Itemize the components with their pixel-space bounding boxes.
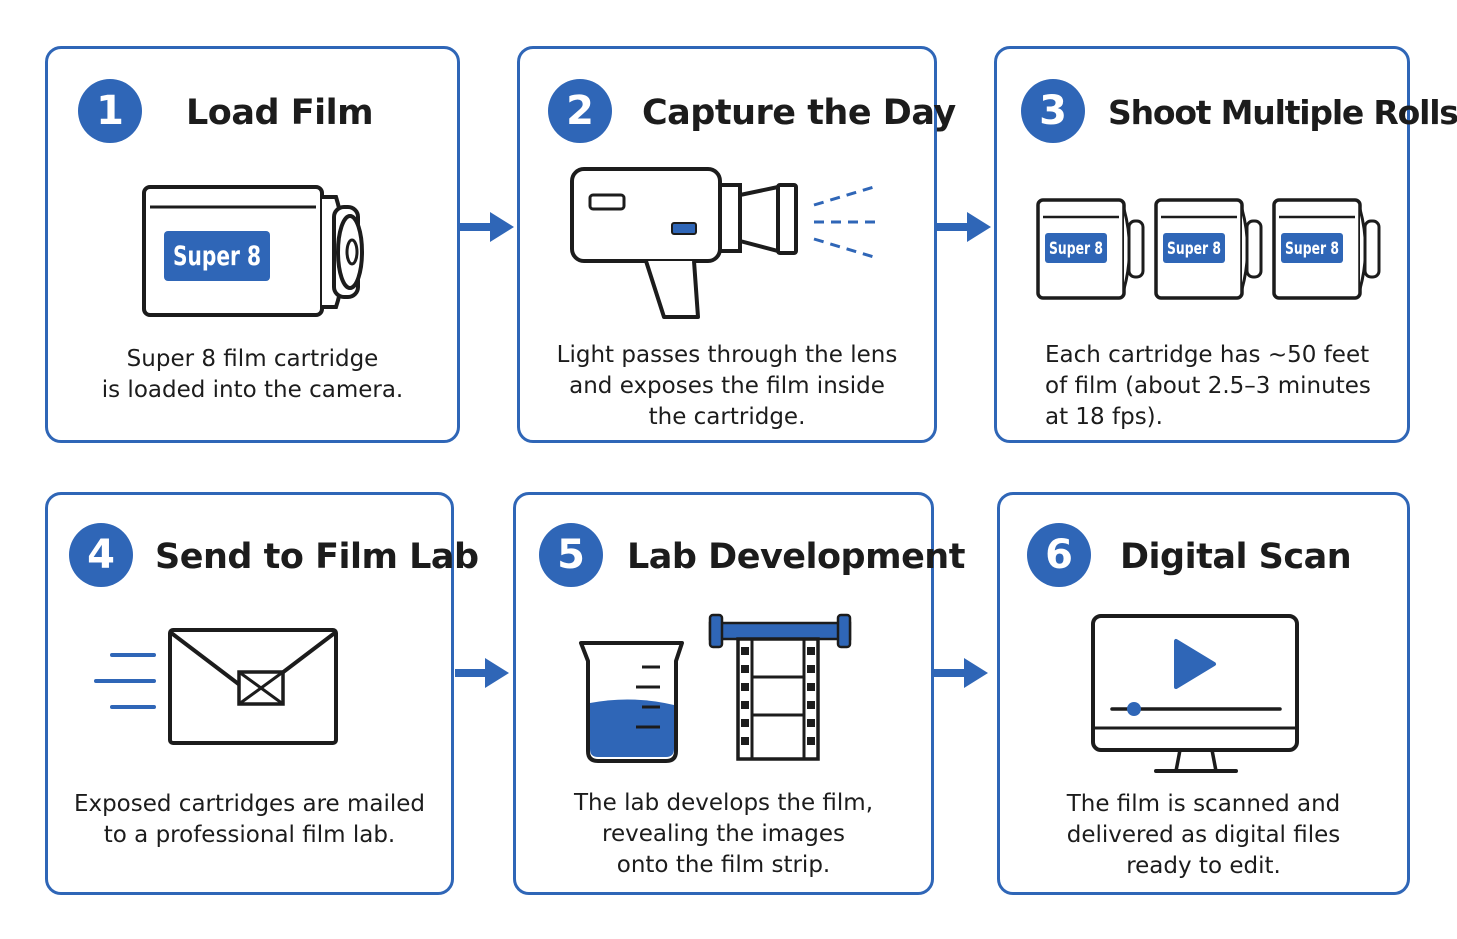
cartridge-label: Super 8 <box>1049 239 1103 259</box>
cartridge-label: Super 8 <box>173 241 261 272</box>
description-line: revealing the images <box>602 821 845 847</box>
cartridge-label: Super 8 <box>1167 239 1221 259</box>
beaker-and-film-strip-icon <box>579 613 852 763</box>
arrow-right-icon <box>455 658 509 688</box>
description-line: Light passes through the lens <box>556 342 898 368</box>
arrow-right-icon <box>460 212 514 242</box>
description-line: at 18 fps). <box>1045 404 1163 430</box>
step-title: Load Film <box>186 93 374 133</box>
step-title: Shoot Multiple Rolls <box>1108 93 1457 132</box>
step-title: Lab Development <box>627 537 965 577</box>
step-number-badge: 5 <box>539 523 603 587</box>
description-line: to a professional film lab. <box>103 822 396 848</box>
step-number-badge: 6 <box>1027 523 1091 587</box>
step-number-badge: 1 <box>78 79 142 143</box>
step-description: Exposed cartridges are mailed to a profe… <box>58 789 441 851</box>
step-description: Super 8 film cartridge is loaded into th… <box>58 344 447 406</box>
step-number-badge: 4 <box>69 523 133 587</box>
step-card-4: 4 Send to Film Lab Exposed cartridges ar… <box>45 492 479 895</box>
description-line: Exposed cartridges are mailed <box>73 791 426 817</box>
monitor-play-icon <box>1091 614 1299 773</box>
step-description: The lab develops the film, revealing the… <box>526 788 921 881</box>
step-card-3: 3 Shoot Multiple Rolls Super 8 Super 8 S… <box>994 46 1457 443</box>
description-line: Each cartridge has ~50 feet <box>1045 342 1370 368</box>
arrow-right-icon <box>934 658 988 688</box>
cartridge-3: Super 8 <box>1272 198 1381 300</box>
step-card-1: 1 Load Film Super 8 Super 8 film cartrid… <box>45 46 460 443</box>
cartridge-2: Super 8 <box>1154 198 1263 300</box>
description-line: and exposes the film inside <box>569 373 885 399</box>
step-number-badge: 2 <box>548 79 612 143</box>
step-title: Capture the Day <box>642 93 956 133</box>
film-cartridge-icon: Super 8 <box>142 185 364 317</box>
step-card-5: 5 Lab Development The lab develops the f… <box>513 492 965 895</box>
envelope-icon <box>94 628 338 745</box>
description-line: onto the film strip. <box>616 852 831 878</box>
multiple-cartridges-icon: Super 8 Super 8 Super 8 <box>1036 198 1381 300</box>
description-line: Super 8 film cartridge <box>126 346 379 372</box>
description-line: the cartridge. <box>648 404 806 430</box>
movie-camera-icon <box>570 167 878 319</box>
description-line: The lab develops the film, <box>574 790 873 816</box>
step-card-2: 2 Capture the Day Light passes through t… <box>517 46 956 443</box>
step-number-badge: 3 <box>1021 79 1085 143</box>
description-line: ready to edit. <box>1126 853 1281 879</box>
step-title: Digital Scan <box>1120 537 1352 577</box>
description-line: delivered as digital files <box>1066 822 1341 848</box>
description-line: The film is scanned and <box>1066 791 1341 817</box>
cartridge-1: Super 8 <box>1036 198 1145 300</box>
arrow-right-icon <box>937 212 991 242</box>
step-description: Each cartridge has ~50 feet of film (abo… <box>1045 340 1397 433</box>
step-description: Light passes through the lens and expose… <box>530 340 924 433</box>
step-description: The film is scanned and delivered as dig… <box>1010 789 1397 882</box>
description-line: of film (about 2.5–3 minutes <box>1045 373 1371 399</box>
cartridge-label: Super 8 <box>1285 239 1339 259</box>
step-card-6: 6 Digital Scan The film is scanned and d… <box>997 492 1410 895</box>
step-title: Send to Film Lab <box>155 537 479 577</box>
description-line: is loaded into the camera. <box>101 377 404 403</box>
